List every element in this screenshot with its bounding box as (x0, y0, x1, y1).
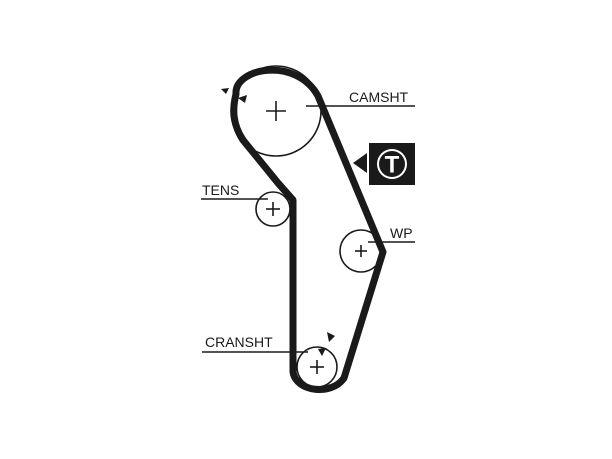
tension-badge-letter: T (385, 152, 400, 179)
water-pump-pulley (339, 229, 383, 273)
tensioner-label: TENS (202, 182, 239, 198)
leader-lines (201, 105, 415, 353)
camshaft-label: CAMSHT (349, 89, 409, 105)
crankshaft-timing-mark-icon (318, 332, 335, 356)
tensioner-pulley (255, 191, 291, 227)
camshaft-pulley (230, 65, 322, 157)
water-pump-label: WP (390, 225, 413, 241)
camshaft-timing-mark-icon (221, 88, 247, 103)
crankshaft-pulley (296, 346, 338, 388)
timing-belt (230, 66, 387, 393)
tension-badge-icon: T (353, 143, 415, 185)
crankshaft-label: CRANSHT (205, 334, 273, 350)
